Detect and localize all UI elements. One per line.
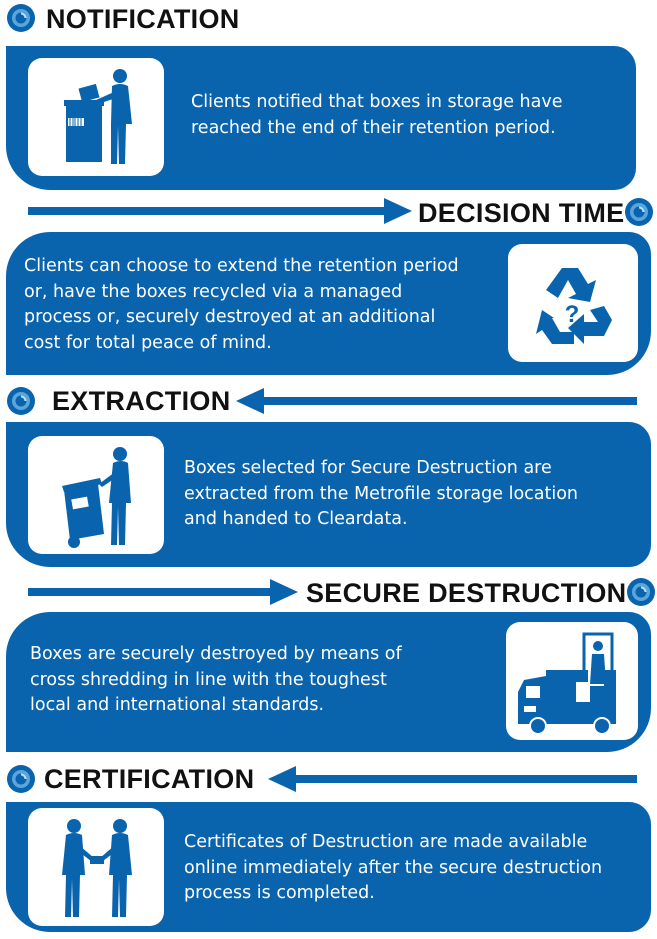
- step-image-card: [28, 58, 164, 176]
- text-line: online immediately after the secure dest…: [184, 857, 603, 878]
- step-title-extraction: EXTRACTION: [52, 386, 231, 416]
- handshake-certificate-icon: [62, 819, 132, 917]
- recycle-question-icon: ?: [536, 268, 612, 344]
- arrow-left-icon: [236, 388, 637, 414]
- text-line: reached the end of their retention perio…: [191, 117, 556, 138]
- svg-text:?: ?: [565, 301, 580, 328]
- step-text-certification: Certificates of Destruction are made ava…: [184, 830, 602, 907]
- text-line: or, have the boxes recycled via a manage…: [24, 281, 403, 302]
- step-panel-certification: Certificates of Destruction are made ava…: [6, 802, 651, 932]
- shredding-truck-icon: [518, 632, 616, 735]
- step-image-card: ?: [508, 244, 638, 362]
- step-panel-extraction: Boxes selected for Secure Destruction ar…: [6, 422, 651, 567]
- step-panel-notification: Clients notified that boxes in storage h…: [6, 46, 636, 190]
- section-bullet-icon: [624, 197, 654, 227]
- text-line: process is completed.: [184, 883, 375, 903]
- step-image-card: [28, 808, 164, 926]
- text-line: process or, securely destroyed at an add…: [24, 307, 436, 327]
- text-line: and handed to Cleardata.: [184, 509, 408, 529]
- text-line: Boxes selected for Secure Destruction ar…: [184, 458, 552, 478]
- person-loading-shred-bin-icon: [64, 69, 132, 164]
- step-text-decision-time: Clients can choose to extend the retenti…: [24, 254, 459, 356]
- section-bullet-icon: [6, 386, 36, 416]
- step-title-notification: NOTIFICATION: [46, 4, 240, 34]
- text-line: extracted from the Metrofile storage loc…: [184, 483, 579, 504]
- step-text-extraction: Boxes selected for Secure Destruction ar…: [184, 456, 578, 533]
- step-panel-decision-time: Clients can choose to extend the retenti…: [6, 232, 651, 375]
- step-image-card: [28, 436, 164, 554]
- text-line: Clients can choose to extend the retenti…: [24, 256, 459, 276]
- arrow-left-icon: [268, 766, 637, 792]
- step-title-secure-destruction: SECURE DESTRUCTION: [306, 578, 627, 608]
- text-line: local and international standards.: [30, 695, 325, 715]
- text-line: Clients notified that boxes in storage h…: [191, 92, 563, 112]
- step-text-secure-destruction: Boxes are securely destroyed by means of…: [30, 642, 402, 719]
- text-line: Boxes are securely destroyed by means of: [30, 644, 402, 664]
- text-line: cross shredding in line with the toughes…: [30, 669, 387, 690]
- step-title-decision-time: DECISION TIME: [418, 198, 625, 228]
- section-bullet-icon: [6, 3, 36, 33]
- step-panel-secure-destruction: Boxes are securely destroyed by means of…: [6, 612, 651, 752]
- step-image-card: [506, 622, 638, 740]
- section-bullet-icon: [626, 577, 656, 607]
- step-title-certification: CERTIFICATION: [44, 764, 255, 794]
- person-with-wheelie-bin-icon: [62, 447, 131, 548]
- arrow-right-icon: [28, 198, 412, 224]
- arrow-right-icon: [28, 579, 298, 605]
- step-text-notification: Clients notified that boxes in storage h…: [191, 90, 562, 141]
- section-bullet-icon: [6, 764, 36, 794]
- text-line: cost for total peace of mind.: [24, 332, 272, 353]
- text-line: Certificates of Destruction are made ava…: [184, 832, 588, 852]
